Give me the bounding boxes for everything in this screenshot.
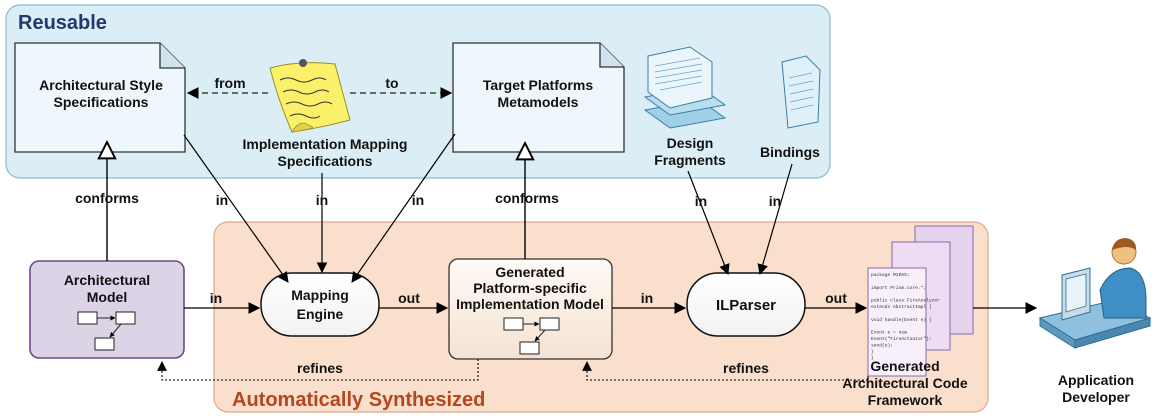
mapping-engine: Mapping Engine [260, 272, 380, 337]
arch-model-line1: Architectural [64, 272, 150, 288]
label-from: from [214, 75, 245, 91]
code-line: void handle(Event e) { [871, 317, 932, 323]
generated-implementation-model: Generated Platform-specific Implementati… [448, 258, 613, 360]
code-line: public class FireAnalyzer [871, 298, 940, 304]
label-in-ilparser: in [641, 290, 653, 306]
synthesized-title: Automatically Synthesized [232, 389, 485, 411]
bindings-label: Bindings [760, 144, 820, 160]
label-conforms-left: conforms [75, 190, 139, 206]
label-in-model: in [210, 290, 222, 306]
code-line: send(e); [871, 342, 893, 348]
document-icon [781, 55, 821, 129]
edge-in-target [351, 133, 456, 283]
architectural-model: Architectural Model [29, 260, 185, 359]
label-out-ilparser: out [825, 290, 847, 306]
developer-line2: Developer [1062, 389, 1130, 405]
implementation-mapping-specifications: Implementation Mapping Specifications [243, 59, 408, 169]
mapping-engine-line1: Mapping [291, 287, 349, 303]
label-to: to [385, 75, 398, 91]
developer-line1: Application [1058, 372, 1134, 388]
label-in-bindings: in [769, 193, 781, 209]
arch-style-line2: Specifications [54, 94, 149, 110]
label-refines-right: refines [723, 360, 769, 376]
code-line: Event("FireActuator"); [871, 336, 932, 342]
ilparser: ILParser [686, 272, 806, 337]
label-in-impl-mapping: in [316, 192, 328, 208]
code-page [867, 267, 927, 377]
design-fragments: Design Fragments [643, 46, 727, 168]
impl-mapping-line1: Implementation Mapping [243, 136, 408, 152]
arch-style-line1: Architectural Style [39, 77, 163, 93]
edge-refines-left [157, 359, 479, 381]
edge-in-arch-style [183, 134, 289, 283]
mapping-engine-line2: Engine [297, 306, 344, 322]
stacked-pages-icon [643, 46, 727, 129]
generated-model-line3: Implementation Model [456, 296, 604, 312]
code-line: Event e = new [871, 330, 907, 336]
label-in-arch-style: in [216, 192, 228, 208]
pin-icon [299, 59, 307, 67]
target-platforms-line2: Metamodels [498, 94, 579, 110]
code-framework: package MIDAS; import Prism.core.*; public… [842, 225, 974, 408]
edge-refines-right [582, 361, 869, 381]
code-listing: package MIDAS; import Prism.core.*; public… [871, 272, 940, 361]
label-in-target: in [412, 192, 424, 208]
edge-in-design [687, 170, 730, 276]
arch-model-line2: Model [87, 289, 127, 305]
code-framework-line2: Architectural Code [842, 375, 967, 391]
design-fragments-line1: Design [667, 135, 714, 151]
target-platforms-line1: Target Platforms [483, 77, 593, 93]
developer-icon [1038, 238, 1152, 349]
target-platforms-metamodels: Target Platforms Metamodels [452, 42, 625, 153]
design-fragments-line2: Fragments [654, 152, 726, 168]
component-icon [77, 311, 136, 351]
label-conforms-right: conforms [495, 190, 559, 206]
label-refines-left: refines [297, 360, 343, 376]
edge-in-bindings [757, 163, 793, 276]
generated-model-line1: Generated [495, 264, 564, 280]
architectural-style-specifications: Architectural Style Specifications [14, 42, 186, 153]
code-line: } [871, 355, 874, 361]
generated-model-line2: Platform-specific [473, 280, 587, 296]
label-out-engine: out [398, 290, 420, 306]
code-line: } [871, 349, 874, 355]
impl-mapping-line2: Specifications [278, 153, 373, 169]
code-line: package MIDAS; [871, 272, 910, 278]
code-framework-line3: Framework [868, 392, 943, 408]
reusable-title: Reusable [18, 12, 107, 34]
code-framework-line1: Generated [870, 358, 939, 374]
bindings: Bindings [760, 55, 821, 160]
ilparser-label: ILParser [716, 297, 776, 314]
code-line: extends AbstractImpl { [871, 304, 932, 310]
application-developer: Application Developer [1038, 238, 1152, 405]
label-in-design: in [695, 193, 707, 209]
component-icon-generated [503, 317, 560, 355]
code-line: import Prism.core.*; [871, 285, 926, 291]
